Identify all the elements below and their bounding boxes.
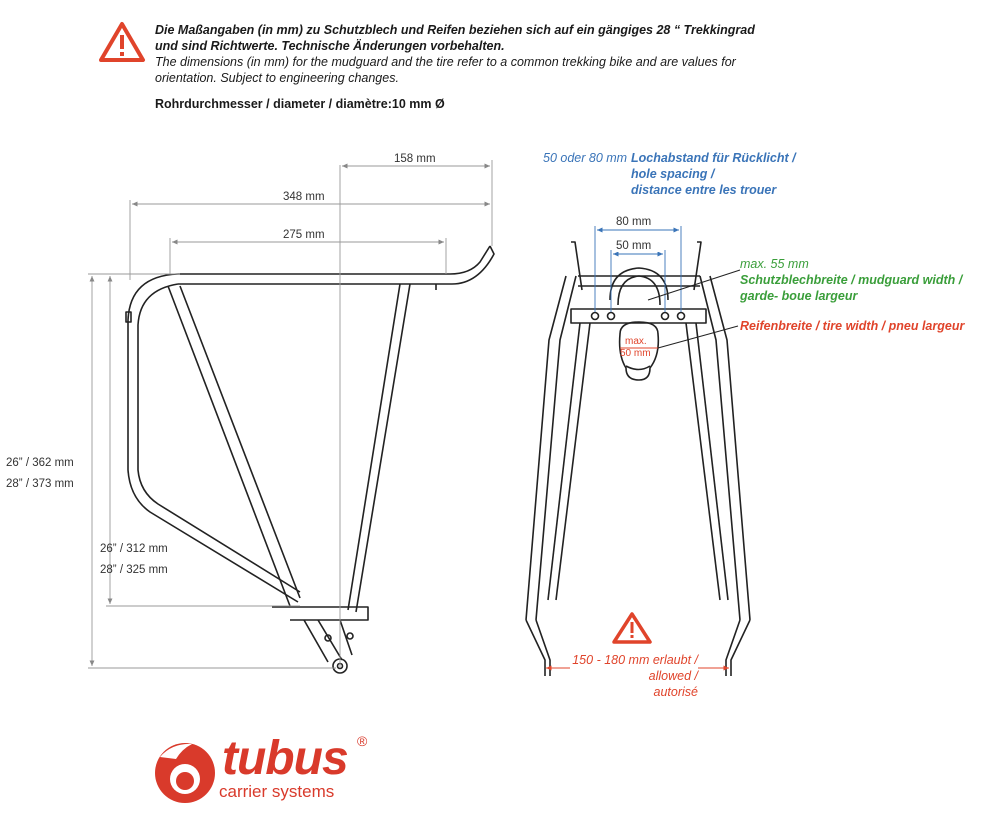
tire-max-label: max.: [625, 336, 647, 347]
notice-de-line2: und sind Richtwerte. Technische Änderung…: [155, 39, 505, 53]
side-view-dim-labels: 158 mm 348 mm 275 mm 26” / 362 mm 28” / …: [6, 151, 444, 576]
side-view-dimensions: [88, 160, 493, 669]
warning-icon: [99, 22, 145, 62]
dim-348: 348 mm: [283, 191, 325, 203]
tire-l1: Reifenbreite / tire width / pneu largeur: [740, 319, 965, 333]
mudguard-label: max. 55 mm Schutzblechbreite / mudguard …: [740, 256, 962, 304]
notice-text: Die Maßangaben (in mm) zu Schutzblech un…: [155, 22, 795, 86]
dim-275: 275 mm: [283, 229, 325, 241]
height-outer-26: 26” / 362 mm: [6, 457, 74, 469]
hole-spacing-l3: distance entre les trouer: [631, 183, 777, 197]
tire-width-label: Reifenbreite / tire width / pneu largeur: [740, 318, 964, 334]
warning-icon-small: [612, 612, 652, 644]
hole-spacing-l1: Lochabstand für Rücklicht /: [631, 151, 796, 165]
hole-spacing-l2: hole spacing /: [631, 167, 715, 181]
tubus-logo-mark: [155, 743, 215, 803]
notice-en-line1: The dimensions (in mm) for the mudguard …: [155, 55, 736, 69]
notice-de-line1: Die Maßangaben (in mm) zu Schutzblech un…: [155, 23, 755, 37]
mudguard-l2: garde- boue largeur: [740, 289, 858, 303]
notice-en-line2: orientation. Subject to engineering chan…: [155, 71, 399, 85]
tire-max-value: 50 mm: [620, 348, 651, 359]
logo-word: tubus: [222, 732, 349, 785]
rear-view-dim-labels: 80 mm 50 mm max. 50 mm: [614, 214, 662, 359]
height-inner-28: 28” / 325 mm: [100, 564, 168, 576]
logo-registered: ®: [357, 733, 368, 749]
mudguard-value: max. 55 mm: [740, 257, 809, 271]
rear-view-rack: [525, 241, 751, 676]
tube-diameter: Rohrdurchmesser / diameter / diamètre:10…: [155, 97, 445, 111]
hole-spacing-value: 50 oder 80 mm: [543, 151, 628, 165]
allowed-l1: 150 - 180 mm erlaubt /: [572, 653, 698, 667]
dim-50: 50 mm: [616, 240, 651, 252]
allowed-l2: allowed /: [648, 669, 698, 683]
height-outer-28: 28” / 373 mm: [6, 478, 74, 490]
mudguard-l1: Schutzblechbreite / mudguard width /: [740, 273, 963, 287]
dim-80: 80 mm: [616, 216, 651, 228]
height-inner-26: 26” / 312 mm: [100, 543, 168, 555]
allowed-width-label: 150 - 180 mm erlaubt / allowed / autoris…: [570, 652, 698, 700]
dim-158: 158 mm: [394, 153, 436, 165]
logo-subtitle: carrier systems: [219, 782, 335, 801]
tubus-logo: tubus ® carrier systems: [152, 732, 382, 810]
hole-spacing-label: Lochabstand für Rücklicht / hole spacing…: [631, 150, 796, 198]
side-view-rack: [125, 245, 495, 674]
allowed-l3: autorisé: [653, 685, 698, 699]
